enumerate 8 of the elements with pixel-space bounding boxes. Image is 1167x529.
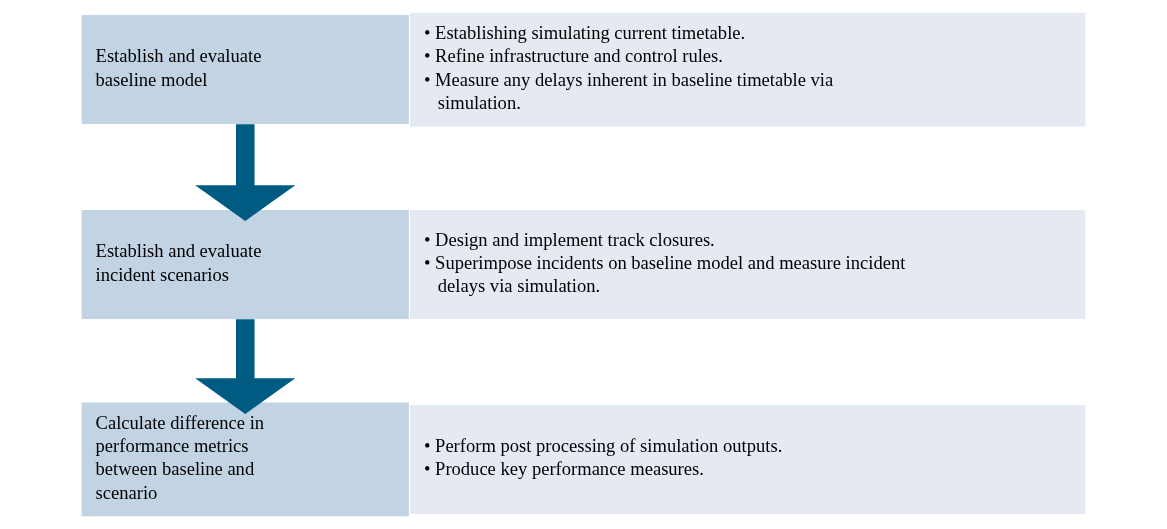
node-box: Calculate difference in performance metrics between baseline and scenario — [81, 402, 409, 517]
arrow — [195, 124, 296, 222]
node-box: Establish and evaluate baseline model — [81, 15, 409, 125]
arrow — [195, 319, 296, 414]
node-box: Establish and evaluate incident scenarios — [81, 209, 409, 320]
node-box: • Establishing simulating current timetable. • Refine infrastructure and control rules. • Measure any delays inherent in baseline timetable via simulation. — [410, 12, 1086, 127]
node-box: • Design and implement track closures. • Superimpose incidents on baseline model and measure incident delays via simulation. — [410, 209, 1086, 320]
node-box: • Perform post processing of simulation outputs. • Produce key performance measures. — [410, 404, 1086, 514]
